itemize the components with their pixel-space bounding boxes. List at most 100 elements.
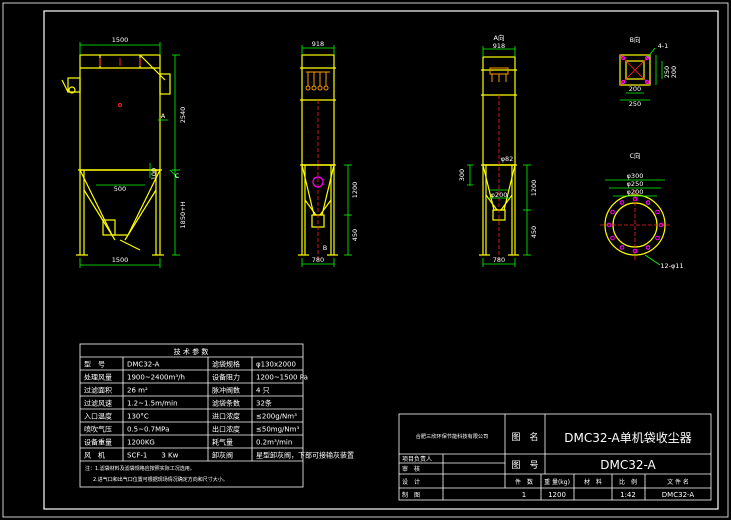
label-drawing-no: 图 号 xyxy=(511,460,538,471)
view-b-dim-bottom-outer: 250 xyxy=(629,100,641,108)
spec-cell-r5-c3: ≤50mg/Nm³ xyxy=(256,426,299,434)
view-c-d2: φ250 xyxy=(627,180,644,188)
footer-label-qty: 件 数 xyxy=(515,478,533,486)
spec-table-grid xyxy=(79,343,304,488)
front-dimensions xyxy=(79,42,180,268)
side-leg-height: 450 xyxy=(351,229,359,241)
role-drafting: 制 图 xyxy=(402,491,420,499)
spec-cell-r3-c2: 滤袋条数 xyxy=(212,399,240,408)
view-c-d1: φ300 xyxy=(627,172,644,180)
spec-table-header: 技 术 参 数 xyxy=(174,347,209,356)
side-dim-labels: 918 1200 450 780 B xyxy=(312,40,359,264)
footer-label-scale: 比 例 xyxy=(619,478,637,486)
role-review: 审 核 xyxy=(402,465,420,473)
footer-label-weight: 重 量(kg) xyxy=(544,478,570,486)
front-view xyxy=(61,54,171,256)
footer-label-file: 文 件 名 xyxy=(667,478,689,486)
front-red-accents xyxy=(99,58,141,107)
spec-cell-r4-c3: ≤200g/Nm³ xyxy=(256,413,297,421)
front-top-width: 1500 xyxy=(112,36,129,44)
view-b-dimensions xyxy=(620,47,663,101)
spec-cell-r1-c1: 1900~2400m³/h xyxy=(127,374,185,382)
front-leg-height: 1850+H xyxy=(179,201,187,228)
view-b-dim-right-inner: 200 xyxy=(670,66,678,78)
title-block-grid xyxy=(398,413,712,501)
spec-cell-r7-c2: 卸灰阀 xyxy=(212,451,233,460)
view-a-outlet-dim: φ200 xyxy=(491,191,508,199)
spec-cell-r3-c1: 1.2~1.5m/min xyxy=(127,400,178,408)
view-b-dim-bottom-inner: 200 xyxy=(629,85,641,93)
view-b-dim-top: 4-1 xyxy=(658,42,669,50)
spec-cell-r4-c2: 进口浓度 xyxy=(212,412,240,421)
side-bottom-width: 780 xyxy=(312,256,324,264)
view-a-pulse-valves xyxy=(489,67,509,82)
view-a-dimensions xyxy=(467,46,531,267)
spec-cell-r7-c0: 风 机 xyxy=(84,451,105,460)
spec-cell-r4-c1: 130°C xyxy=(127,413,149,421)
front-section-a: A xyxy=(161,112,166,120)
spec-note-2: 2.进气口和出气口位置可根据现场情况确定方向和尺寸大小。 xyxy=(93,476,228,483)
view-b-outer xyxy=(619,54,651,86)
view-a-leg-height: 450 xyxy=(530,226,538,238)
spec-cell-r7-c3: 星型卸灰阀，下部可接输灰装置 xyxy=(256,451,354,460)
view-c-title: C向 xyxy=(629,151,640,160)
front-section-c: C xyxy=(175,172,180,180)
label-drawing-name: 图 名 xyxy=(511,431,538,443)
view-b-title: B向 xyxy=(630,35,641,44)
view-b-inner xyxy=(625,60,645,80)
front-dim-labels: 1500 2540 1850+H 100 1500 500 A C xyxy=(112,36,187,264)
view-c-dimensions xyxy=(605,179,665,266)
spec-cell-r2-c3: 4 只 xyxy=(256,387,270,395)
view-a-labels: A向 918 φ82 φ200 300 1200 450 780 xyxy=(458,33,538,264)
spec-cell-r5-c1: 0.5~0.7MPa xyxy=(127,426,169,434)
spec-cell-r1-c2: 设备阻力 xyxy=(212,373,240,382)
footer-labels: 件 数 重 量(kg) 材 料 比 例 文 件 名 xyxy=(515,478,689,486)
front-bottom-width: 1500 xyxy=(112,256,129,264)
view-b xyxy=(619,54,651,86)
spec-cell-r0-c1: DMC32-A xyxy=(127,361,160,369)
spec-cell-r7-c1: SCF-1 3 Kw xyxy=(127,452,179,460)
footer-value-qty: 1 xyxy=(522,491,526,499)
spec-cell-r6-c3: 0.2m³/min xyxy=(256,439,292,447)
footer-value-scale: 1:42 xyxy=(620,491,636,499)
spec-cell-r3-c3: 32条 xyxy=(256,399,272,408)
spec-cell-r0-c0: 型 号 xyxy=(84,360,105,369)
side-pulse-valves xyxy=(305,71,330,91)
view-c-bolts: 12-φ11 xyxy=(660,262,683,270)
spec-cell-r0-c2: 滤袋规格 xyxy=(212,360,240,369)
spec-cell-r2-c2: 脉冲阀数 xyxy=(212,386,240,395)
side-hopper-height: 1200 xyxy=(351,182,359,199)
spec-cell-r6-c2: 耗气量 xyxy=(212,438,233,447)
view-a-bottom-width: 780 xyxy=(493,256,505,264)
drawing-name: DMC32-A单机袋收尘器 xyxy=(564,431,692,445)
side-dimensions xyxy=(301,45,352,267)
view-b-labels: B向 4-1 250 200 200 250 xyxy=(629,35,678,108)
front-inner-dim: 500 xyxy=(114,185,126,193)
spec-cell-r1-c0: 处理风量 xyxy=(84,373,112,382)
spec-cell-r2-c0: 过滤面积 xyxy=(84,386,112,395)
view-a-hopper-height: 1200 xyxy=(530,180,538,197)
spec-cell-r2-c1: 26 m² xyxy=(127,387,148,395)
title-block: 合肥三欣环保节能科技有限公司 图 名 DMC32-A单机袋收尘器 图 号 DMC… xyxy=(398,413,712,501)
footer-values: 1 1200 1:42 DMC32-A xyxy=(522,491,695,499)
role-design: 设 计 xyxy=(402,478,420,486)
view-a-top-width: 918 xyxy=(493,42,505,50)
footer-label-material: 材 料 xyxy=(584,478,602,486)
spec-note-1: 注：1.滤袋材料及滤袋规格应按照实际工况选用。 xyxy=(85,465,195,472)
view-b-dim-right-outer: 250 xyxy=(663,66,671,78)
role-project-lead: 项目负责人 xyxy=(402,455,432,463)
company-name: 合肥三欣环保节能科技有限公司 xyxy=(416,432,489,440)
view-c-d3: φ200 xyxy=(627,188,644,196)
side-section-b: B xyxy=(323,244,327,252)
front-total-height: 2540 xyxy=(179,107,187,124)
spec-cell-r5-c2: 出口浓度 xyxy=(212,425,240,434)
view-c xyxy=(600,190,670,260)
view-a-title: A向 xyxy=(494,33,505,42)
spec-cell-r1-c3: 1200~1500 Pa xyxy=(256,374,308,382)
side-view xyxy=(298,54,338,256)
footer-value-file: DMC32-A xyxy=(662,491,695,499)
